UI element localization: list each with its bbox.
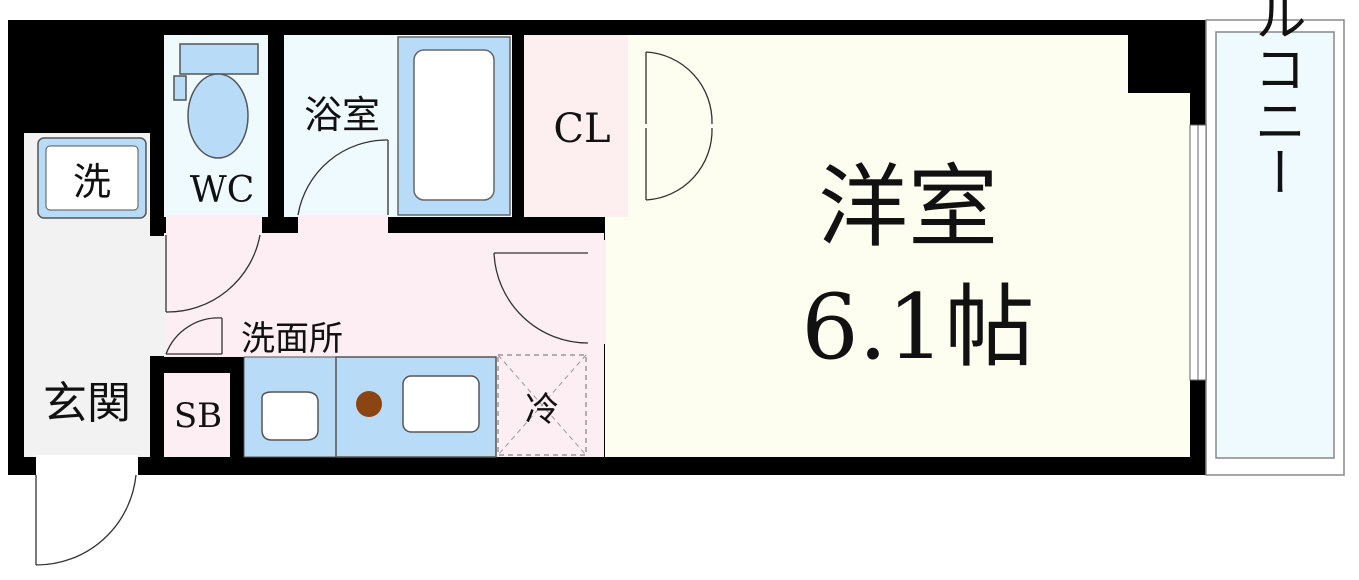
- closet-label: CL: [553, 106, 610, 152]
- bathroom-label: 浴室: [304, 93, 380, 137]
- washbasin-bowl: [261, 391, 319, 441]
- shaft-block: [1128, 35, 1190, 93]
- shoe-box-label: SB: [174, 396, 222, 436]
- western-room-floor: [605, 35, 1190, 457]
- washroom-label: 洗面所: [241, 319, 343, 359]
- entrance-label: 玄関: [43, 378, 131, 429]
- western-room-size: 6.1帖: [801, 275, 1034, 380]
- laundry-gap: [148, 236, 166, 356]
- room-door-gap: [588, 240, 606, 344]
- toilet-label: WC: [190, 170, 255, 211]
- closet-door-gap: [628, 50, 646, 200]
- entrance-door-swing: [35, 474, 137, 566]
- toilet-bowl: [187, 73, 249, 159]
- western-room-name: 洋室: [818, 155, 998, 260]
- closet-door-swing-a: [645, 51, 713, 125]
- closet-door-swing-b: [645, 127, 713, 201]
- closet-floor: [524, 35, 628, 217]
- shoe-box: [164, 373, 230, 457]
- toilet-handle: [173, 75, 187, 101]
- toilet-tank: [179, 43, 259, 75]
- toilet-door-swing: [165, 234, 261, 313]
- toilet-door-gap: [166, 215, 262, 233]
- fridge-label: 冷: [525, 390, 559, 430]
- inner-wall-sb-top: [150, 357, 244, 373]
- stove-burner: [356, 391, 382, 417]
- bath-door-gap: [298, 215, 388, 233]
- fridge-cross-b: [497, 354, 587, 456]
- kitchen-sink: [402, 375, 480, 433]
- entrance-door-gap: [36, 455, 138, 475]
- balcony-label: バルコニー: [1245, 0, 1305, 198]
- bathtub-inner: [413, 49, 495, 201]
- bath-door-swing: [297, 139, 389, 216]
- sb-door-swing: [165, 317, 223, 355]
- entrance-floor: [24, 353, 150, 457]
- washing-machine-label: 洗: [73, 160, 111, 204]
- room-door-swing: [493, 252, 589, 344]
- inner-wall-sb: [230, 357, 244, 457]
- washing-pan-inner: [45, 145, 139, 211]
- balcony-floor: [1215, 31, 1335, 459]
